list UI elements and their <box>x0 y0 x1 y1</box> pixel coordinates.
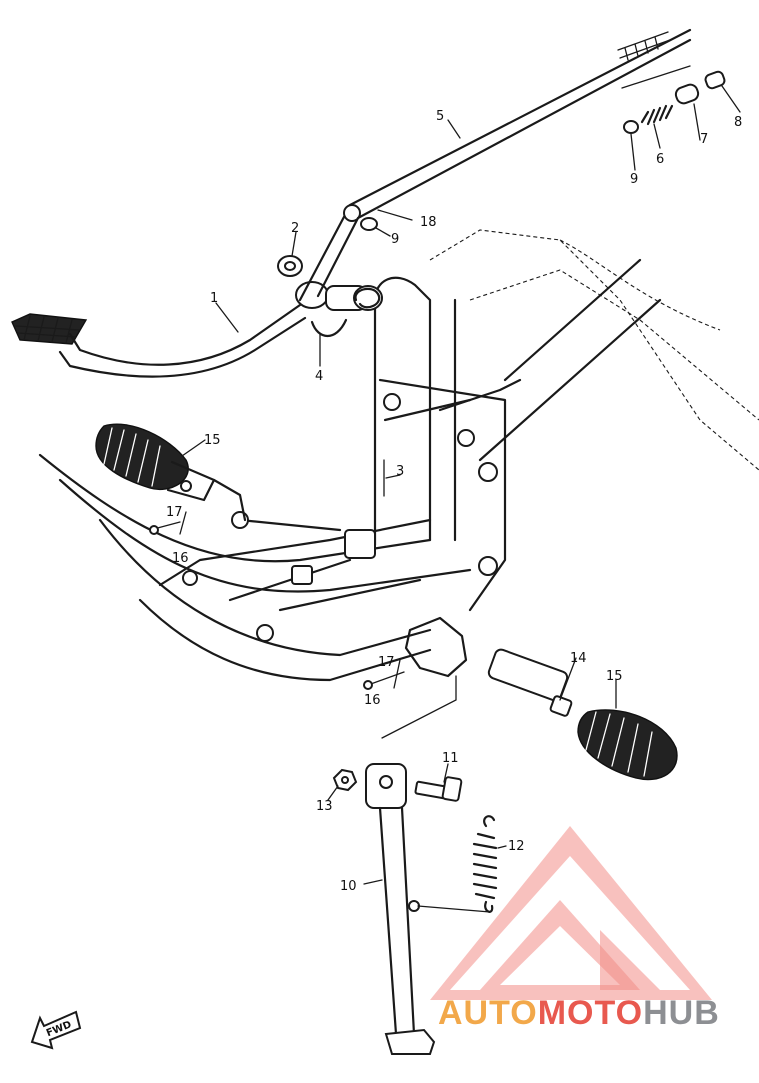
callout-11: 11 <box>442 751 459 766</box>
spring-12-icon <box>472 815 498 913</box>
callout-15-left: 15 <box>204 433 221 448</box>
callout-5: 5 <box>436 109 444 124</box>
brand-hub: HUB <box>643 994 720 1032</box>
callout-9-rod: 9 <box>630 172 638 187</box>
callout-13: 13 <box>316 799 333 814</box>
footrest-right <box>363 616 678 781</box>
side-stand <box>332 675 498 1055</box>
callout-16-left: 16 <box>172 551 189 566</box>
callout-16-right: 16 <box>364 693 381 708</box>
brand-moto: MOTO <box>537 994 644 1032</box>
watermark-brand: AUTOMOTOHUB <box>438 996 720 1030</box>
callout-6: 6 <box>656 152 664 167</box>
hex-nut-13-icon <box>332 768 358 792</box>
spring-6-icon <box>640 104 674 126</box>
brand-auto: AUTO <box>438 994 538 1032</box>
fwd-arrow-icon <box>30 1010 82 1050</box>
callout-7: 7 <box>700 132 708 147</box>
callout-17-right: 17 <box>378 655 395 670</box>
leader-lines <box>181 85 741 885</box>
footrest-left <box>95 423 247 535</box>
callout-15-right: 15 <box>606 669 623 684</box>
callout-9-pedal: 9 <box>391 232 399 247</box>
callout-14: 14 <box>570 651 587 666</box>
callout-17-left: 17 <box>166 505 183 520</box>
callout-3: 3 <box>396 464 404 479</box>
brake-rod-assembly <box>360 31 726 231</box>
brake-pedal <box>11 28 692 378</box>
watermark-logo-icon <box>430 826 712 1000</box>
return-spring-4-icon <box>310 287 381 338</box>
callout-8: 8 <box>734 115 742 130</box>
callout-1: 1 <box>210 291 218 306</box>
callout-labels: 1 2 3 4 5 6 7 8 9 9 10 11 12 13 14 15 15… <box>45 109 742 1039</box>
callout-4: 4 <box>315 369 323 384</box>
callout-2: 2 <box>291 221 299 236</box>
washer-2-icon <box>277 255 303 277</box>
callout-18: 18 <box>420 215 437 230</box>
bolt-11-icon <box>414 776 463 802</box>
callout-12: 12 <box>508 839 525 854</box>
frame-outline <box>38 229 759 682</box>
callout-10: 10 <box>340 879 357 894</box>
